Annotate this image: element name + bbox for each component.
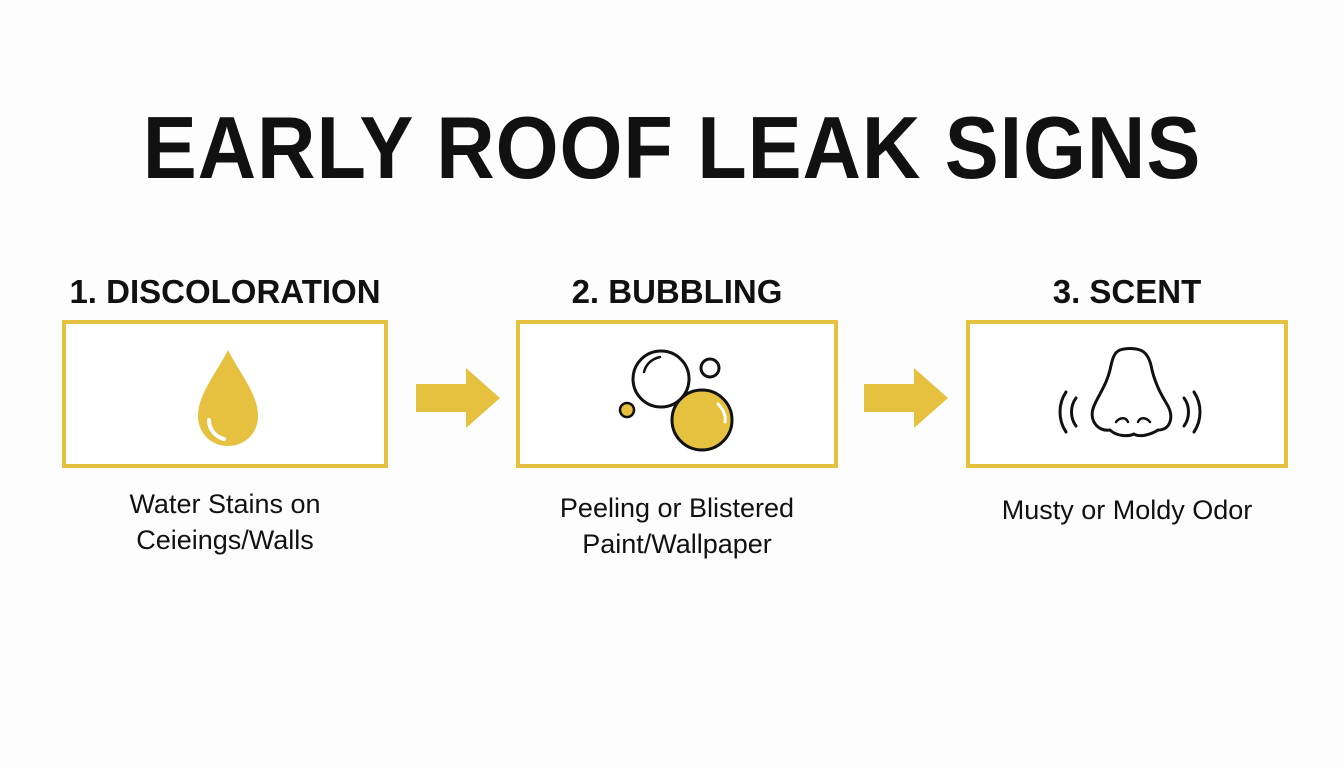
caption-line: Peeling or Blistered [559,493,795,523]
caption-line: Water Stains on [129,489,321,519]
caption-line: Ceieings/Walls [136,525,314,555]
step-2-caption: Peeling or Blistered Paint/Wallpaper [516,490,838,562]
step-3-caption: Musty or Moldy Odor [966,492,1288,528]
step-1-heading: 1. DISCOLORATION [69,273,381,310]
arrow-right-icon [864,368,948,428]
step-2-box [516,320,838,468]
step-2-heading: 2. BUBBLING [571,273,783,310]
step-1-caption: Water Stains on Ceieings/Walls [62,486,388,558]
caption-line: Paint/Wallpaper [582,529,772,559]
step-3-box [966,320,1288,468]
step-1-box [62,320,388,468]
arrow-right-icon [416,368,500,428]
caption-line: Musty or Moldy Odor [1001,495,1253,525]
bubbles-icon [618,349,734,452]
page-title: EARLY ROOF LEAK SIGNS [142,98,1202,197]
step-3-heading: 3. SCENT [1052,273,1202,310]
water-drop-icon [198,350,258,446]
nose-smell-icon [1058,347,1202,438]
